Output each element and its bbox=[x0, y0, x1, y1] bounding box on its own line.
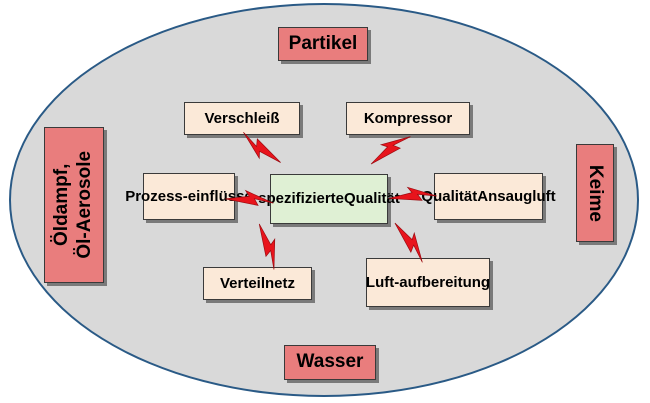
factor-partikel-label: Partikel bbox=[288, 32, 358, 54]
influence-aufbereitung-line-2: aufbereitung bbox=[399, 273, 491, 291]
center-line-2: Qualität bbox=[344, 190, 400, 207]
influence-kompressor: Kompressor bbox=[346, 102, 470, 135]
factor-partikel: Partikel bbox=[278, 27, 368, 61]
lightning-prozess-icon bbox=[225, 189, 274, 206]
influence-verteilnetz: Verteilnetz bbox=[203, 267, 312, 300]
influence-verteilnetz-label: Verteilnetz bbox=[219, 274, 296, 292]
center-line-1: spezifizierte bbox=[258, 190, 345, 207]
lightning-ansaugluft-icon bbox=[388, 186, 437, 201]
lightning-verschleiss-icon bbox=[243, 132, 281, 163]
influence-aufbereitung-line-1: Luft- bbox=[365, 273, 400, 291]
lightning-kompressor-icon bbox=[370, 136, 411, 165]
influence-qualitaet-ansaugluft: Qualität Ansaugluft bbox=[421, 173, 556, 220]
influence-ansaugluft-line-1: Qualität bbox=[421, 187, 478, 205]
lightning-aufbereitung-icon bbox=[394, 222, 423, 263]
factor-keime: Keime bbox=[576, 144, 614, 242]
influence-kompressor-label: Kompressor bbox=[363, 109, 453, 127]
influence-ansaugluft-line-2: Ansaugluft bbox=[477, 187, 556, 205]
factor-wasser: Wasser bbox=[284, 345, 376, 380]
influence-verschleiss: Verschleiß bbox=[184, 102, 300, 135]
factor-wasser-label: Wasser bbox=[296, 351, 364, 373]
center-spezifizierte-qualitaet: spezifizierte Qualität bbox=[258, 174, 400, 224]
factor-oeldampf: Öldampf, Öl-Aerosole bbox=[44, 127, 104, 283]
influence-luftaufbereitung: Luft- aufbereitung bbox=[366, 258, 490, 307]
lightning-verteilnetz-icon bbox=[258, 223, 276, 270]
influence-verschleiss-label: Verschleiß bbox=[204, 109, 280, 127]
influence-prozess-line-1: Prozess- bbox=[125, 187, 188, 205]
